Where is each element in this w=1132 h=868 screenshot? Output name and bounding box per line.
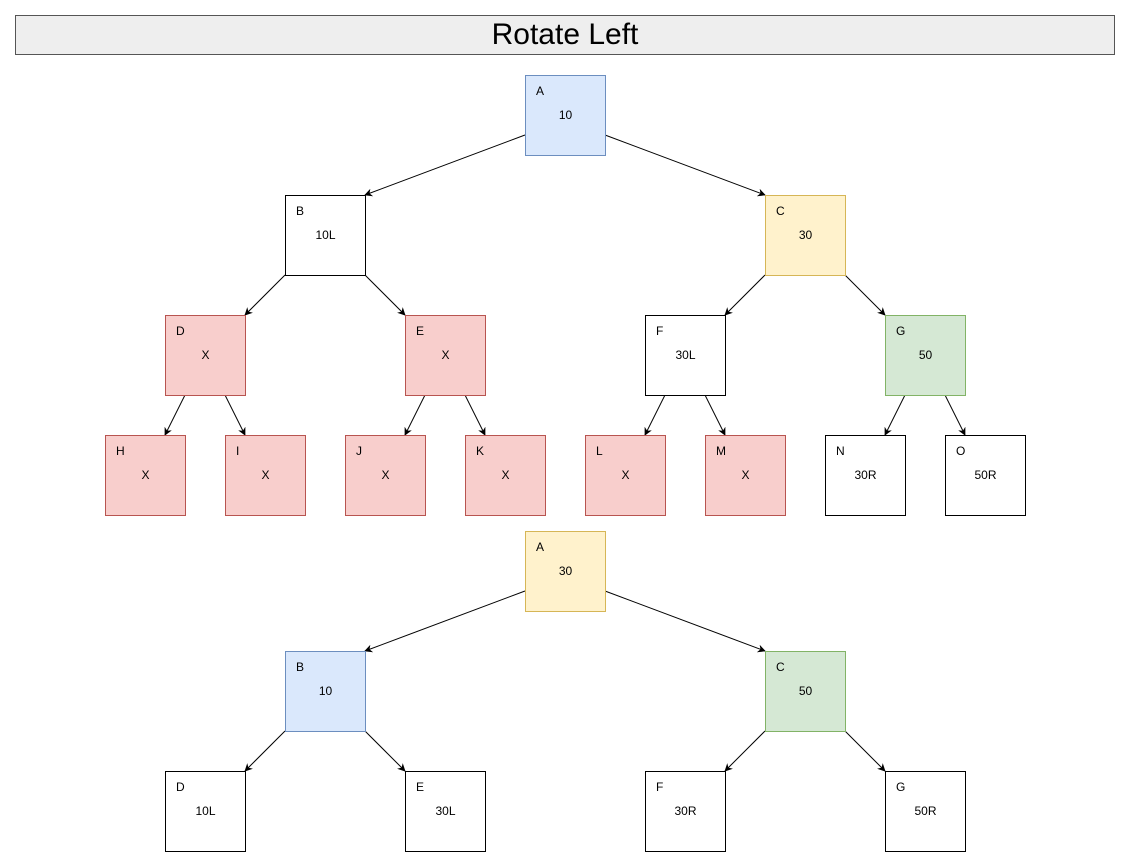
before-tree-edges <box>164 134 966 436</box>
node-label: F <box>656 324 664 338</box>
edge-a-b <box>364 134 526 197</box>
node-value: 30R <box>854 468 877 482</box>
edge-f-l <box>644 394 666 436</box>
node-a: A 30 <box>525 531 606 612</box>
node-value: X <box>441 348 450 362</box>
edge-b-e <box>364 730 406 772</box>
node-label: H <box>116 444 125 458</box>
node-value: 30L <box>675 348 696 362</box>
node-label: E <box>416 780 425 794</box>
node-label: B <box>296 204 305 218</box>
node-value: 30 <box>798 228 813 242</box>
node-label: D <box>176 324 185 338</box>
node-label: N <box>836 444 845 458</box>
edge-b-d <box>244 730 286 772</box>
node-c: C 30 <box>765 195 846 276</box>
edge-a-b <box>364 590 526 653</box>
node-label: D <box>176 780 185 794</box>
node-label: K <box>476 444 485 458</box>
node-g: G 50 <box>885 315 966 396</box>
node-label: A <box>536 84 545 98</box>
node-label: J <box>356 444 362 458</box>
node-g: G 50R <box>885 771 966 852</box>
edge-b-e <box>364 274 406 316</box>
edge-e-k <box>464 394 486 436</box>
node-c: C 50 <box>765 651 846 732</box>
node-value: 10L <box>315 228 336 242</box>
edge-g-o <box>944 394 966 436</box>
edge-c-f <box>724 274 766 316</box>
edge-d-h <box>164 394 186 436</box>
edge-c-f <box>724 730 766 772</box>
node-b: B 10L <box>285 195 366 276</box>
node-d: D 10L <box>165 771 246 852</box>
node-o: O 50R <box>945 435 1026 516</box>
node-value: 30 <box>558 564 573 578</box>
title-bar: Rotate Left <box>15 15 1115 55</box>
node-value: 50R <box>974 468 997 482</box>
after-tree-edges <box>244 590 886 772</box>
node-label: F <box>656 780 664 794</box>
edge-f-m <box>704 394 726 436</box>
node-b: B 10 <box>285 651 366 732</box>
node-label: C <box>776 660 785 674</box>
node-value: X <box>621 468 630 482</box>
node-f: F 30L <box>645 315 726 396</box>
node-f: F 30R <box>645 771 726 852</box>
edge-b-d <box>244 274 286 316</box>
node-label: C <box>776 204 785 218</box>
node-label: L <box>596 444 603 458</box>
node-value: 50 <box>798 684 813 698</box>
node-value: 50R <box>914 804 937 818</box>
node-label: A <box>536 540 545 554</box>
edge-a-c <box>604 590 766 653</box>
edge-g-n <box>884 394 906 436</box>
edge-c-g <box>844 730 886 772</box>
node-value: X <box>381 468 390 482</box>
node-value: 10 <box>318 684 333 698</box>
edge-d-i <box>224 394 246 436</box>
node-label: G <box>896 324 906 338</box>
node-label: G <box>896 780 906 794</box>
node-label: I <box>236 444 240 458</box>
node-value: X <box>201 348 210 362</box>
node-value: X <box>501 468 510 482</box>
edge-e-j <box>404 394 426 436</box>
edge-a-c <box>604 134 766 197</box>
node-a: A 10 <box>525 75 606 156</box>
node-value: X <box>741 468 750 482</box>
edge-c-g <box>844 274 886 316</box>
node-label: E <box>416 324 425 338</box>
node-label: O <box>956 444 966 458</box>
node-e: E 30L <box>405 771 486 852</box>
node-value: 30R <box>674 804 697 818</box>
diagram-title: Rotate Left <box>491 18 639 51</box>
node-n: N 30R <box>825 435 906 516</box>
node-label: B <box>296 660 305 674</box>
node-value: 30L <box>435 804 456 818</box>
node-value: 10L <box>195 804 216 818</box>
node-value: 50 <box>918 348 933 362</box>
node-value: X <box>261 468 270 482</box>
node-label: M <box>716 444 726 458</box>
node-value: 10 <box>558 108 573 122</box>
node-value: X <box>141 468 150 482</box>
